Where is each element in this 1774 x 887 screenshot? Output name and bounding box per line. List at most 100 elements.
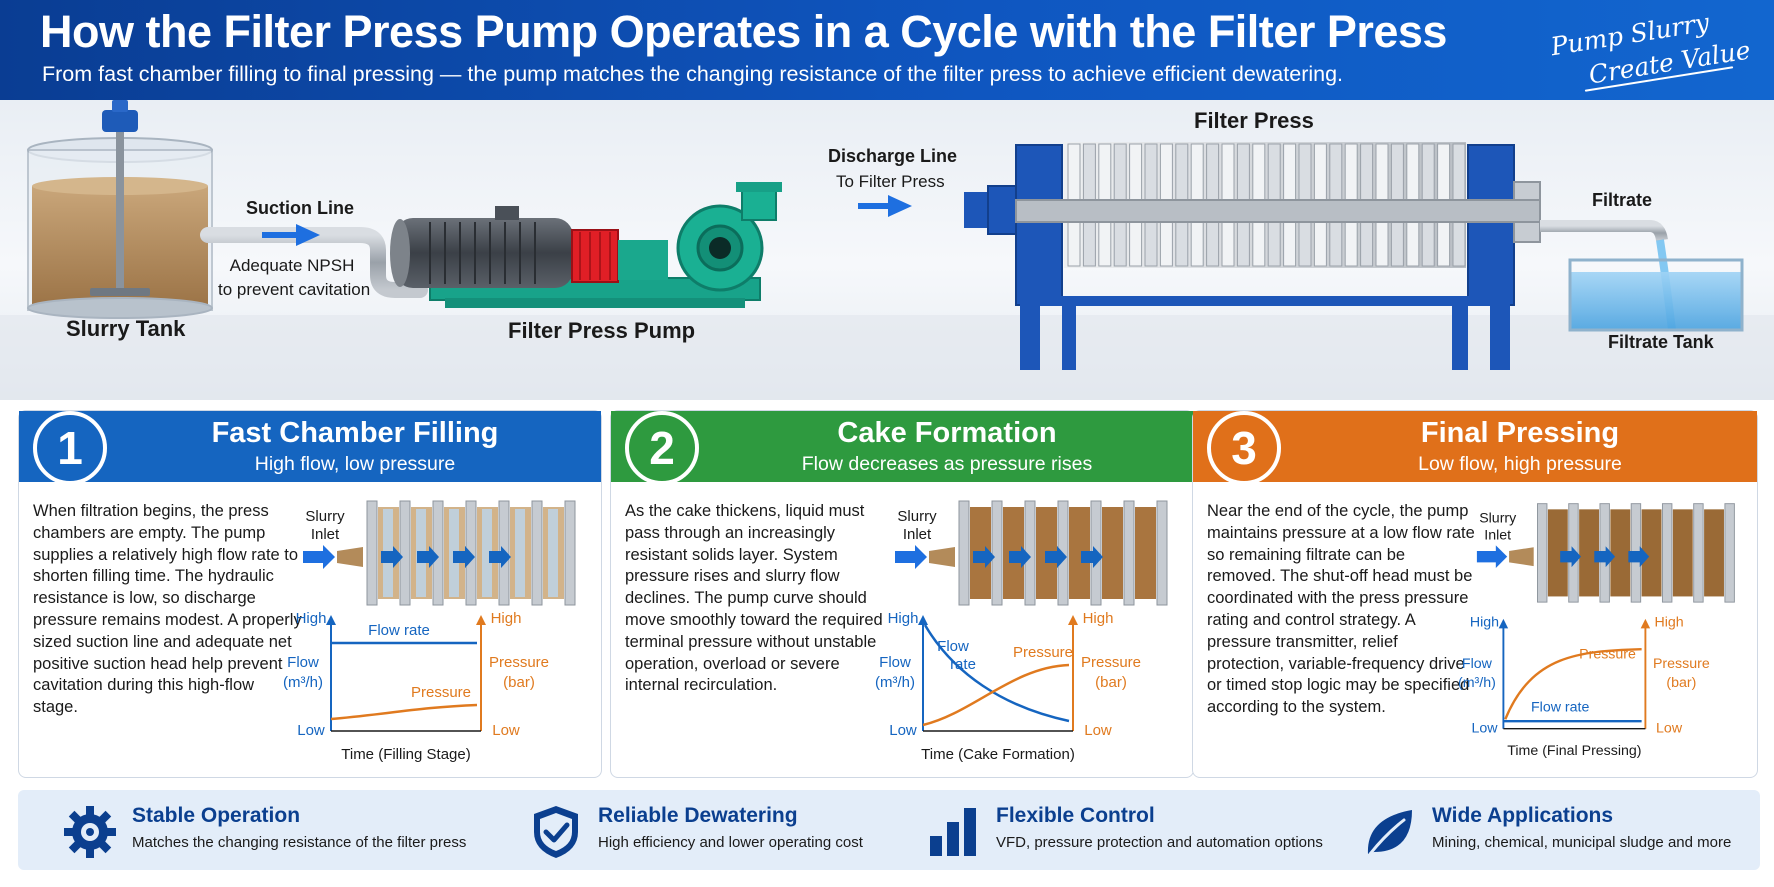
stage-header bbox=[611, 411, 1193, 482]
process-illustration bbox=[0, 100, 1774, 400]
flow-axis-label: Flow bbox=[1462, 656, 1493, 672]
gear-icon bbox=[64, 806, 116, 858]
pressure-axis-unit: (bar) bbox=[503, 674, 535, 691]
flow-low-label: Low bbox=[889, 722, 917, 739]
stage-subtitle: Low flow, high pressure bbox=[1418, 453, 1622, 475]
pressure-axis-label: Pressure bbox=[1081, 654, 1141, 671]
feature-title: Flexible Control bbox=[996, 804, 1155, 827]
pressure-high-label: High bbox=[491, 610, 522, 627]
inlet-label-1: Slurry bbox=[1479, 511, 1517, 527]
stage-card-3: 3 Final Pressing Low flow, high pressure… bbox=[1192, 410, 1758, 778]
inlet-label-2: Inlet bbox=[311, 526, 340, 543]
stage-title: Fast Chamber Filling bbox=[211, 417, 499, 449]
feature-description: High efficiency and lower operating cost bbox=[598, 834, 863, 851]
filtrate-label: Filtrate bbox=[1592, 190, 1653, 210]
pressure-axis-label: Pressure bbox=[1653, 656, 1710, 672]
flow-rate-label: Flow rate bbox=[368, 622, 430, 639]
to-filter-press-label: To Filter Press bbox=[836, 172, 945, 191]
pressure-label: Pressure bbox=[1013, 644, 1073, 661]
stage-subtitle: Flow decreases as pressure rises bbox=[801, 453, 1093, 475]
stage-card-2: 2 Cake Formation Flow decreases as press… bbox=[610, 410, 1194, 778]
filter-press-label: Filter Press bbox=[1194, 108, 1314, 133]
pressure-curve bbox=[1504, 648, 1642, 720]
graph-x-label: Time (Final Pressing) bbox=[1507, 743, 1641, 759]
stage-card-1: 1 Fast Chamber Filling High flow, low pr… bbox=[18, 410, 602, 778]
pressure-high-label: High bbox=[1083, 610, 1114, 627]
feature-bar: Stable Operation Matches the changing re… bbox=[18, 790, 1760, 870]
stage-subtitle: High flow, low pressure bbox=[254, 453, 456, 475]
press-chamber-illustration: Slurry Inlet bbox=[303, 500, 576, 606]
feature-description: VFD, pressure protection and automation … bbox=[996, 834, 1323, 851]
stage-number-badge: 3 bbox=[1207, 411, 1281, 485]
stage-description: Near the end of the cycle, the pump main… bbox=[1207, 502, 1475, 717]
graph-x-label: Time (Filling Stage) bbox=[341, 746, 470, 763]
motor-illustration bbox=[390, 206, 573, 288]
header-banner: How the Filter Press Pump Operates in a … bbox=[0, 0, 1774, 100]
flow-rate-label: Flow rate bbox=[1531, 700, 1589, 716]
pressure-axis-label: Pressure bbox=[489, 654, 549, 671]
flow-axis-unit: (m³/h) bbox=[875, 674, 915, 691]
pressure-low-label: Low bbox=[492, 722, 520, 739]
discharge-line-label: Discharge Line bbox=[828, 146, 958, 166]
pressure-low-label: Low bbox=[1084, 722, 1112, 739]
leaf-icon bbox=[1367, 810, 1412, 856]
flow-axis-label: Flow bbox=[287, 654, 319, 671]
flow-rate-label-1: Flow bbox=[937, 638, 969, 655]
inlet-label-2: Inlet bbox=[903, 526, 932, 543]
filter-press-illustration bbox=[964, 142, 1541, 370]
pressure-low-label: Low bbox=[1656, 720, 1683, 736]
press-chamber-illustration: Slurry Inlet bbox=[1476, 503, 1735, 603]
flow-low-label: Low bbox=[297, 722, 325, 739]
feature-title: Stable Operation bbox=[132, 804, 301, 827]
bar-chart-icon bbox=[930, 808, 976, 856]
flow-rate-curve bbox=[923, 624, 1070, 723]
slogan-logo: Pump Slurry Create Value bbox=[1544, 8, 1752, 94]
inlet-label-1: Slurry bbox=[897, 508, 937, 525]
pressure-axis-unit: (bar) bbox=[1095, 674, 1127, 691]
suction-line-label: Suction Line bbox=[246, 198, 354, 218]
process-scene: Slurry Tank Suction Line Adequate NPSH t… bbox=[0, 100, 1774, 400]
pump-casing-illustration bbox=[618, 182, 782, 292]
pressure-curve bbox=[330, 703, 478, 721]
stage-number-badge: 2 bbox=[625, 411, 699, 485]
flow-high-label: High bbox=[296, 610, 327, 627]
pressure-curve bbox=[922, 663, 1070, 727]
page-subtitle: From fast chamber filling to final press… bbox=[42, 62, 1344, 86]
stage-header bbox=[19, 411, 601, 482]
pressure-high-label: High bbox=[1654, 614, 1683, 630]
stage-description: As the cake thickens, liquid must pass t… bbox=[625, 502, 883, 695]
page-title: How the Filter Press Pump Operates in a … bbox=[40, 6, 1447, 57]
slurry-tank-illustration bbox=[27, 100, 213, 319]
pressure-label: Pressure bbox=[411, 684, 471, 701]
flow-rate-label-2: rate bbox=[950, 656, 976, 673]
stage-title: Cake Formation bbox=[837, 417, 1057, 449]
stage-header bbox=[1193, 411, 1757, 482]
filtrate-tank-label: Filtrate Tank bbox=[1608, 332, 1714, 352]
stage-title: Final Pressing bbox=[1420, 417, 1620, 449]
inlet-label-2: Inlet bbox=[1484, 528, 1511, 544]
flow-axis-label: Flow bbox=[879, 654, 911, 671]
stage-description: When filtration begins, the press chambe… bbox=[33, 502, 302, 717]
flow-axis-unit: (m³/h) bbox=[1458, 675, 1496, 691]
press-chamber-illustration: Slurry Inlet bbox=[895, 500, 1168, 606]
npsh-note: Adequate NPSH to prevent cavitation bbox=[218, 256, 371, 299]
graph-x-label: Time (Cake Formation) bbox=[921, 746, 1075, 763]
inlet-label-1: Slurry bbox=[305, 508, 345, 525]
slurry-tank-label: Slurry Tank bbox=[66, 316, 186, 341]
shield-check-icon bbox=[534, 806, 578, 858]
flow-low-label: Low bbox=[1471, 720, 1498, 736]
pressure-axis-unit: (bar) bbox=[1666, 675, 1696, 691]
pump-label: Filter Press Pump bbox=[508, 318, 696, 343]
stage-number-badge: 1 bbox=[33, 411, 107, 485]
feature-title: Wide Applications bbox=[1432, 804, 1614, 827]
feature-title: Reliable Dewatering bbox=[598, 804, 798, 827]
flow-high-label: High bbox=[888, 610, 919, 627]
feature-description: Matches the changing resistance of the f… bbox=[132, 834, 467, 851]
flow-high-label: High bbox=[1470, 614, 1499, 630]
flow-axis-unit: (m³/h) bbox=[283, 674, 323, 691]
filtrate-tank-illustration bbox=[1568, 258, 1744, 332]
feature-description: Mining, chemical, municipal sludge and m… bbox=[1432, 834, 1732, 851]
